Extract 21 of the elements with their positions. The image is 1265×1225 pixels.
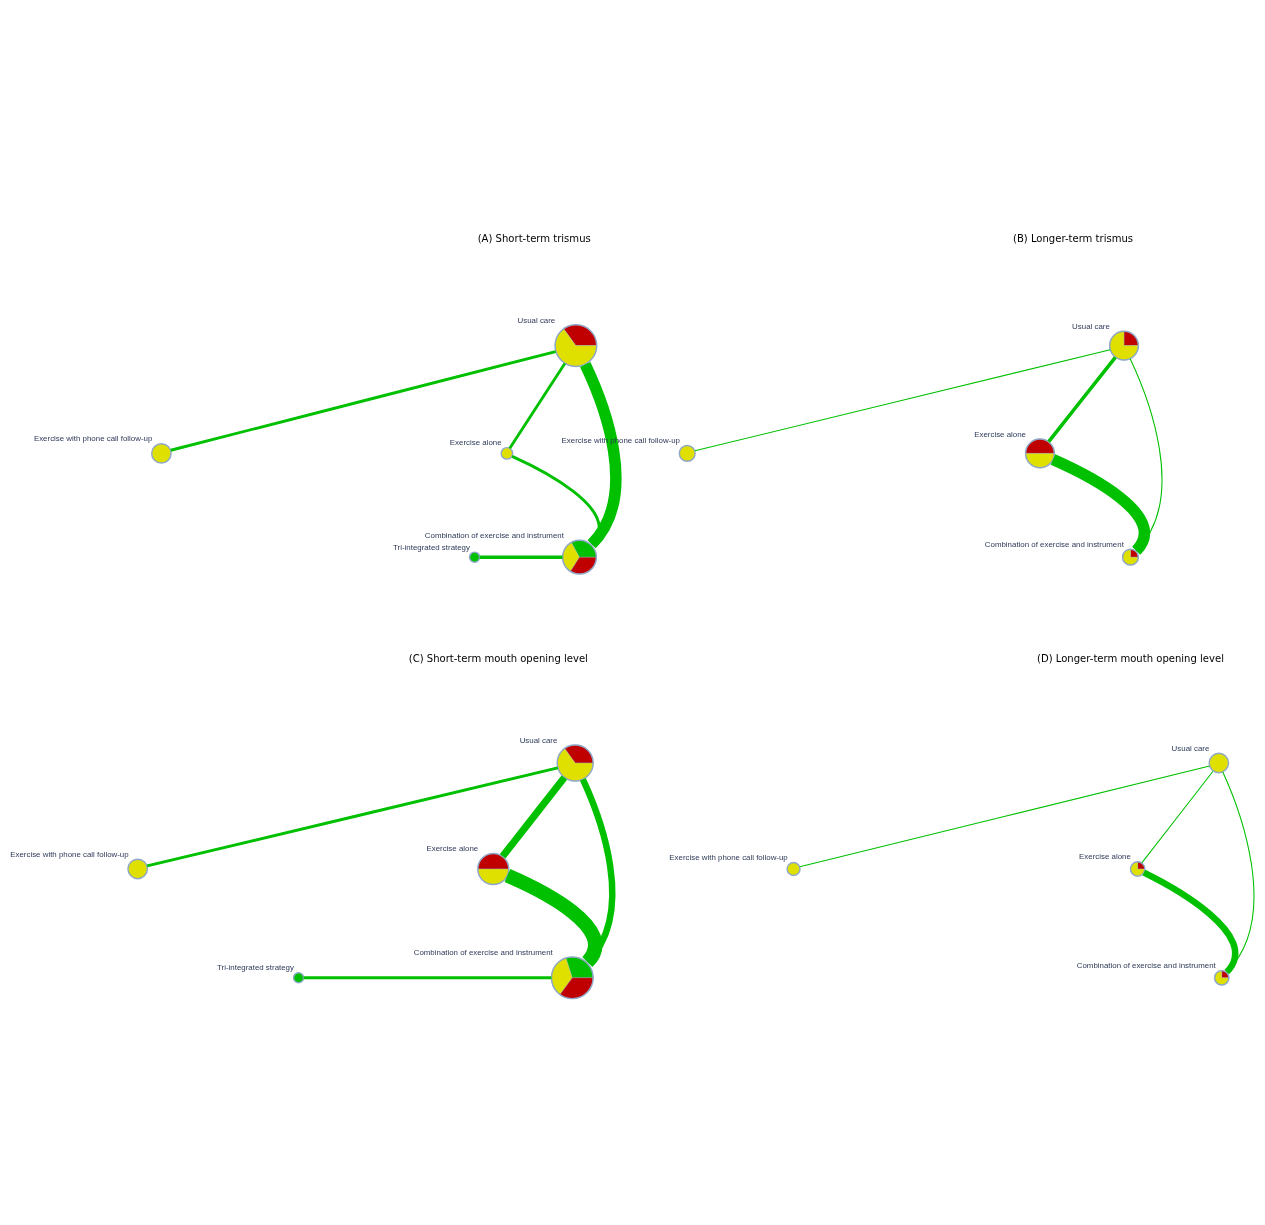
node-label: Combination of exercise and instrument — [1076, 961, 1216, 971]
node-label: Exercise alone — [1079, 852, 1131, 862]
node-label: Exercise with phone call follow-up — [33, 434, 153, 444]
node-label: Usual care — [519, 735, 558, 745]
node-label: Exercise with phone call follow-up — [10, 849, 129, 859]
node-label: Combination of exercise and instrument — [984, 539, 1124, 549]
node-label: Exercise alone — [426, 844, 479, 854]
node-label: Tri-integrated strategy — [393, 542, 470, 552]
node-label: Combination of exercise and instrument — [424, 531, 564, 540]
node-label: Usual care — [1072, 321, 1110, 331]
label: (D) Longer-term mouth opening level — [1037, 653, 1224, 665]
label: (A) Short-term trismus — [477, 232, 591, 244]
node-label: Exercise alone — [974, 429, 1026, 439]
node-label: Exercise alone — [449, 438, 502, 448]
node-label: Exercise with phone call follow-up — [669, 853, 788, 863]
node-label: Usual care — [517, 315, 556, 325]
node-label: Combination of exercise and instrument — [413, 947, 553, 957]
label: (B) Longer-term trismus — [1012, 232, 1134, 244]
node-label: Tri-integrated strategy — [217, 963, 294, 973]
node-label: Usual care — [1171, 744, 1210, 753]
label: (C) Short-term mouth opening level — [408, 653, 588, 665]
